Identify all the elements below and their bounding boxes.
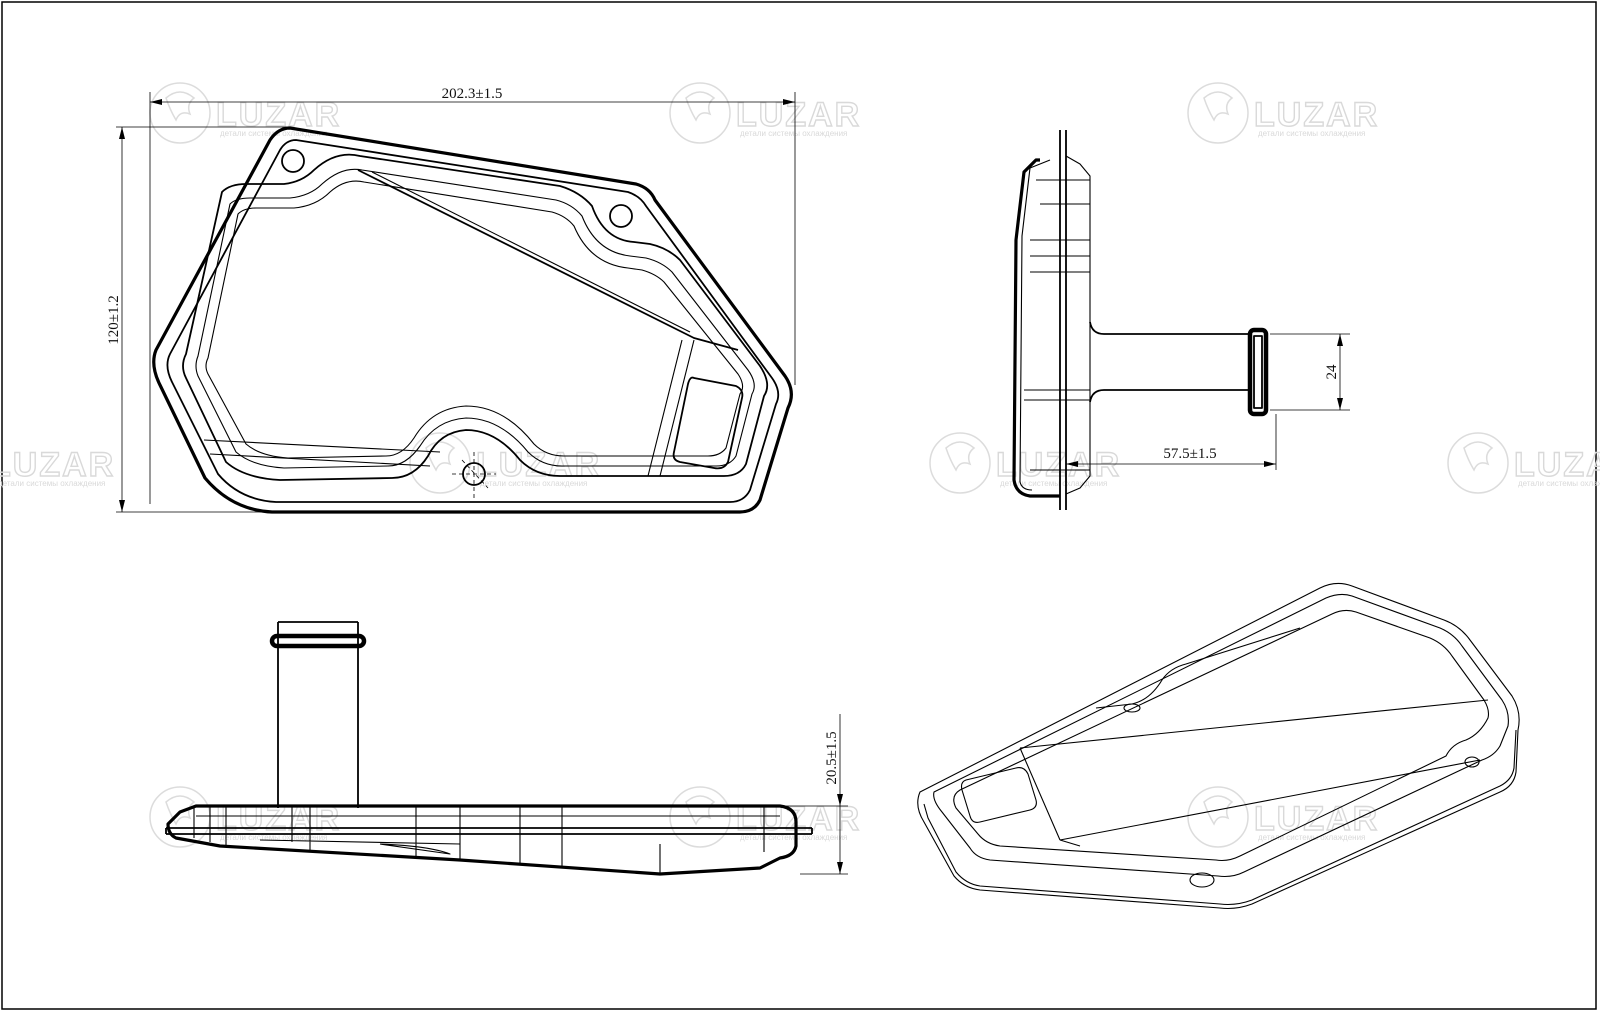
outlet-pad-frame xyxy=(647,339,695,477)
diagonal-web-inner xyxy=(371,171,691,333)
watermark-tagline: детали системы охлаждения xyxy=(480,479,587,488)
iso-cutout xyxy=(1095,627,1301,709)
watermark-tagline: детали системы охлаждения xyxy=(740,129,847,138)
height-dimension: 20.5±1.5 xyxy=(360,714,848,875)
filter-isometric-view xyxy=(917,582,1520,910)
brand-watermark: LUZAR детали системы охлаждения xyxy=(0,445,115,488)
front-ribs xyxy=(193,806,780,874)
watermark-tagline: детали системы охлаждения xyxy=(1518,479,1600,488)
width-label: 120±1.2 xyxy=(106,295,122,344)
watermark-text: LUZAR xyxy=(1254,96,1379,134)
side-body xyxy=(1065,155,1091,495)
brand-watermark: LUZAR детали системы охлаждения xyxy=(929,432,1121,494)
side-ribs xyxy=(1024,179,1090,471)
watermark-tagline: детали системы охлаждения xyxy=(740,833,847,842)
outlet-tube xyxy=(1089,321,1250,403)
length-label: 202.3±1.5 xyxy=(442,86,503,102)
front-flange xyxy=(165,827,813,835)
brand-watermark: LUZAR детали системы охлаждения xyxy=(1187,786,1378,848)
iso-web xyxy=(1019,699,1489,847)
brand-watermark: LUZAR детали системы охлаждения xyxy=(409,432,601,494)
watermark-tagline: детали системы охлаждения xyxy=(1000,479,1107,488)
rib-innermost xyxy=(205,180,744,459)
width-dimension: 120±1.2 xyxy=(106,126,290,513)
iso-flange xyxy=(933,593,1509,878)
mounting-hole xyxy=(281,149,305,173)
outer-flange-outline xyxy=(152,126,793,514)
outlet-length-dimension: 57.5±1.5 xyxy=(1066,414,1277,470)
rib-outer xyxy=(182,153,769,481)
side-plate xyxy=(1012,158,1060,498)
side-flange xyxy=(1059,130,1067,510)
iso-outlet-pad xyxy=(960,767,1037,823)
diameter-label: 24 xyxy=(1324,364,1340,380)
brand-watermark: LUZAR детали системы охлаждения xyxy=(669,786,860,848)
filter-top-view: 202.3±1.5 120±1.2 xyxy=(106,86,796,514)
iso-inner-rib xyxy=(953,609,1490,862)
brand-watermark: LUZAR детали системы охлаждения xyxy=(1447,432,1600,494)
rib-inner xyxy=(195,168,755,469)
front-outlet-tube xyxy=(277,621,359,808)
watermark-text: LUZAR xyxy=(1514,446,1600,484)
iso-mounting-hole xyxy=(1189,872,1215,888)
side-plate-inner xyxy=(1019,159,1051,491)
filter-front-view: 20.5±1.5 xyxy=(165,621,848,876)
height-label: 20.5±1.5 xyxy=(824,731,840,784)
watermark-tagline: детали системы охлаждения xyxy=(1258,129,1365,138)
brand-watermark: LUZAR детали системы охлаждения xyxy=(669,82,860,144)
length-dimension: 202.3±1.5 xyxy=(149,86,796,504)
iso-mounting-hole xyxy=(1123,703,1141,713)
watermark-tagline: детали системы охлаждения xyxy=(0,479,105,488)
mounting-hole xyxy=(609,204,633,228)
watermark-text: LUZAR xyxy=(0,446,115,484)
outlet-pad xyxy=(672,376,744,470)
inner-flange-outline xyxy=(166,139,780,503)
watermark-tagline: детали системы охлаждения xyxy=(1258,833,1365,842)
brand-watermark: LUZAR детали системы охлаждения xyxy=(1187,82,1379,144)
iso-outer xyxy=(917,582,1520,910)
watermark-tagline: детали системы охлаждения xyxy=(220,833,327,842)
watermark-text: LUZAR xyxy=(996,446,1121,484)
o-ring xyxy=(1247,327,1269,417)
diameter-dimension: 24 xyxy=(1270,333,1350,411)
iso-mounting-hole xyxy=(1464,756,1480,768)
front-o-ring xyxy=(269,633,367,649)
iso-outer-lower xyxy=(923,729,1517,906)
brand-watermark: LUZAR детали системы охлаждения xyxy=(149,82,340,144)
outlet-length-label: 57.5±1.5 xyxy=(1163,446,1216,462)
bottom-rib xyxy=(203,439,441,467)
diagonal-web xyxy=(357,169,739,351)
filter-side-view: 24 57.5±1.5 xyxy=(1012,130,1350,510)
watermark-text: LUZAR xyxy=(476,446,601,484)
